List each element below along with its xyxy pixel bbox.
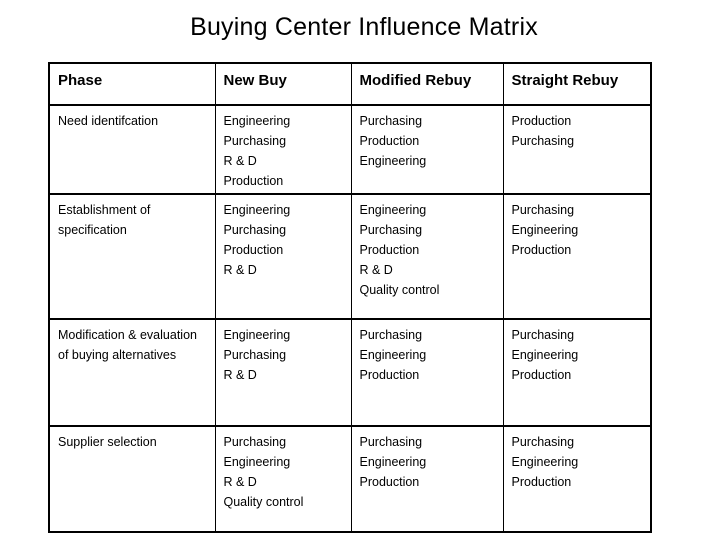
straight-rebuy-cell: Purchasing Engineering Production — [502, 318, 652, 427]
modified-rebuy-cell: Engineering Purchasing Production R & D … — [350, 193, 504, 320]
straight-rebuy-cell: Production Purchasing — [502, 104, 652, 195]
table-row-modification-evaluation: Modification & evaluation of buying alte… — [48, 318, 652, 427]
influence-matrix-table: Phase New Buy Modified Rebuy Straight Re… — [48, 62, 652, 533]
new-buy-cell: Purchasing Engineering R & D Quality con… — [214, 425, 352, 533]
phase-cell: Need identifcation — [48, 104, 216, 195]
modified-rebuy-cell: Purchasing Engineering Production — [350, 318, 504, 427]
column-header-straight-rebuy: Straight Rebuy — [502, 62, 652, 106]
column-header-modified-rebuy: Modified Rebuy — [350, 62, 504, 106]
modified-rebuy-cell: Purchasing Production Engineering — [350, 104, 504, 195]
new-buy-cell: Engineering Purchasing R & D — [214, 318, 352, 427]
new-buy-cell: Engineering Purchasing R & D Production — [214, 104, 352, 195]
straight-rebuy-cell: Purchasing Engineering Production — [502, 193, 652, 320]
header-row: Phase New Buy Modified Rebuy Straight Re… — [48, 62, 652, 106]
phase-cell: Supplier selection — [48, 425, 216, 533]
column-header-new-buy: New Buy — [214, 62, 352, 106]
phase-cell: Establishment of specification — [48, 193, 216, 320]
straight-rebuy-cell: Purchasing Engineering Production — [502, 425, 652, 533]
table-row-supplier-selection: Supplier selection Purchasing Engineerin… — [48, 425, 652, 533]
table-row-need-identification: Need identifcation Engineering Purchasin… — [48, 104, 652, 195]
table-row-establishment-of-specification: Establishment of specification Engineeri… — [48, 193, 652, 320]
slide-title: Buying Center Influence Matrix — [190, 13, 538, 41]
modified-rebuy-cell: Purchasing Engineering Production — [350, 425, 504, 533]
new-buy-cell: Engineering Purchasing Production R & D — [214, 193, 352, 320]
column-header-phase: Phase — [48, 62, 216, 106]
phase-cell: Modification & evaluation of buying alte… — [48, 318, 216, 427]
